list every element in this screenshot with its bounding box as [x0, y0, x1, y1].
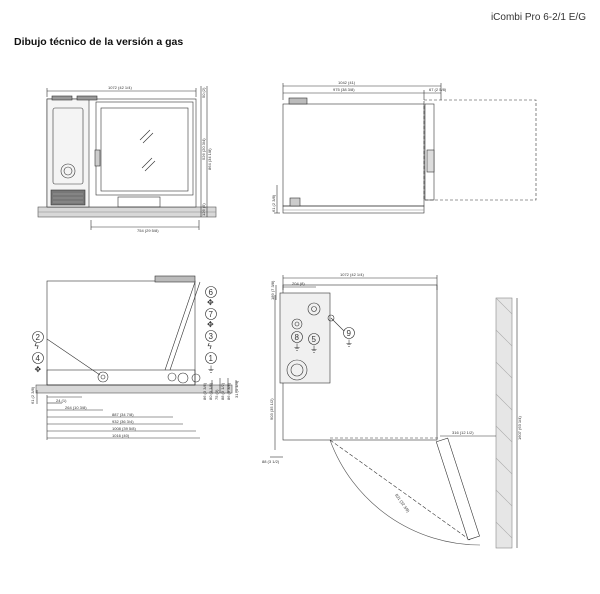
- side-body: [282, 103, 425, 207]
- page-title: Dibujo técnico de la versión a gas: [14, 36, 184, 48]
- svg-text:⏚: ⏚: [207, 365, 215, 374]
- rear-water-connection: [177, 372, 189, 384]
- rear-body: [46, 280, 196, 386]
- dim-front-width-bottom: 754 (29 5/8): [137, 228, 159, 233]
- callout-9: 9: [347, 329, 352, 338]
- callout-2: 2: [36, 333, 41, 342]
- dim-rear-d2: 24 (1): [56, 398, 67, 403]
- dim-plan-depth: 903 (35 1/2): [269, 398, 274, 420]
- dim-plan-conn-x: 204 (8): [292, 281, 305, 286]
- svg-text:⏚: ⏚: [293, 343, 301, 352]
- side-handle: [426, 149, 435, 173]
- dim-side-feet: 61 (2 3/8): [271, 194, 276, 212]
- oven-door: [95, 101, 194, 196]
- dim-side-depth-total: 1042 (41): [338, 80, 356, 85]
- dim-rear-d4: 887 (34 7/8): [112, 412, 134, 417]
- dim-rear-v2: 80 (3 1/8): [208, 382, 213, 400]
- front-vent: [50, 189, 86, 206]
- control-screen: [52, 107, 84, 185]
- callout-3: 3: [209, 332, 214, 341]
- dim-rear-v1: 86 (3 3/8): [202, 382, 207, 400]
- side-view: [274, 83, 537, 214]
- dim-plan-left-gap: 88 (3 1/2): [262, 459, 280, 464]
- dim-plan-wall-depth: 1607 (63 1/4): [517, 416, 522, 440]
- dim-rear-d3: 264 (10 3/8): [65, 405, 87, 410]
- svg-text:ϟ: ϟ: [208, 342, 213, 351]
- dim-front-h-mid: 526 (20 3/4): [201, 138, 206, 160]
- model-name: iCombi Pro 6-2/1 E/G: [490, 12, 586, 23]
- rear-view: [35, 275, 237, 440]
- svg-text:✥: ✥: [207, 320, 214, 329]
- door-handle: [94, 149, 101, 167]
- dim-rear-v4: 88 (3 1/2): [220, 382, 225, 400]
- connection-panel: [279, 292, 331, 384]
- dim-front-h-bottom: 126 (5): [201, 203, 206, 216]
- rear-connection: [97, 371, 109, 383]
- svg-text:⏚: ⏚: [310, 345, 318, 354]
- control-panel: [46, 98, 90, 208]
- callout-5: 5: [312, 335, 317, 344]
- callout-7: 7: [209, 310, 214, 319]
- svg-text:ϟ: ϟ: [35, 342, 40, 351]
- wall: [495, 297, 513, 549]
- front-view: [37, 86, 217, 230]
- control-dial: [60, 163, 76, 179]
- dim-front-h-total: 864 (34 1/8): [207, 148, 212, 170]
- callout-8: 8: [295, 333, 300, 342]
- side-door-outline: [423, 99, 537, 201]
- dim-rear-v6: 31 (1 1/4): [234, 380, 239, 398]
- rear-callouts: 6 ✥ 7 ✥ 3 ϟ 1 ⏚ 2 ϟ 4 ✥: [32, 286, 217, 374]
- plan-view: [270, 275, 518, 549]
- dim-front-width-top: 1072 (42 1/4): [108, 85, 132, 90]
- plan-callouts: 8 ⏚ 5 ⏚ 9 ⏚: [291, 317, 355, 354]
- dim-side-depth-door: 67 (2 5/8): [429, 87, 447, 92]
- dim-plan-conn-y: 189 (7 3/8): [270, 280, 275, 300]
- callout-1: 1: [209, 354, 214, 363]
- dim-rear-d5: 932 (36 3/4): [112, 419, 134, 424]
- open-door: [435, 437, 480, 541]
- svg-text:✥: ✥: [207, 298, 214, 307]
- svg-text:✥: ✥: [35, 365, 42, 374]
- dim-plan-width: 1072 (42 1/4): [340, 272, 364, 277]
- dim-rear-v3: 75 (3): [214, 389, 219, 400]
- dim-rear-d1: 61 (2 3/8): [30, 386, 35, 404]
- dim-front-h-top: 50 (2): [201, 87, 206, 98]
- plan-drain: [286, 359, 308, 381]
- dim-side-depth-body: 975 (38 3/8): [333, 87, 355, 92]
- dim-rear-d6: 1008 (39 5/8): [112, 426, 136, 431]
- dim-plan-door-clear: 316 (12 1/2): [452, 430, 474, 435]
- callout-4: 4: [36, 354, 41, 363]
- dim-rear-d7: 1016 (40): [112, 433, 130, 438]
- door-glass: [100, 107, 189, 192]
- svg-text:⏚: ⏚: [345, 339, 353, 348]
- dim-rear-v5: 86 (3 3/8): [226, 382, 231, 400]
- callout-6: 6: [209, 288, 214, 297]
